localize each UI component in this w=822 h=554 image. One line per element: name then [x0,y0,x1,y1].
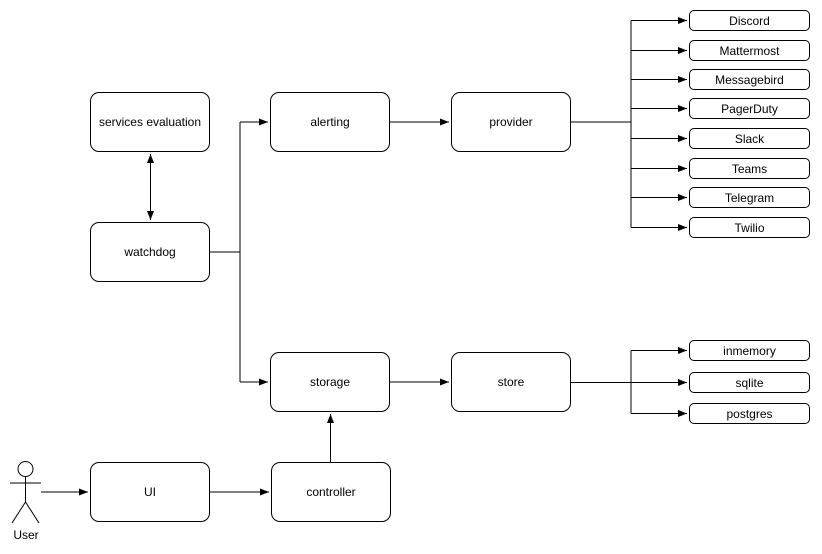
leaf-label: Telegram [724,190,775,205]
leaf-label: Teams [731,161,768,176]
leaf-label: Messagebird [715,72,784,87]
edge-provider-trunk [571,20,632,228]
node-storage-label: storage [309,375,351,389]
user-actor-label: User [13,528,39,542]
leaf-provider-mattermost: Mattermost [689,40,810,61]
user-actor-icon [10,461,41,524]
leaf-provider-telegram: Telegram [689,187,810,208]
node-controller: controller [271,462,391,522]
leaf-provider-messagebird: Messagebird [689,69,810,90]
node-provider-label: provider [489,115,533,129]
node-services-evaluation-label: services evaluation [98,115,202,129]
node-alerting-label: alerting [310,115,350,129]
leaf-label: sqlite [735,375,764,390]
leaf-label: inmemory [723,343,776,358]
leaf-label: postgres [726,406,773,421]
node-services-evaluation: services evaluation [90,92,210,152]
leaf-provider-teams: Teams [689,158,810,179]
leaf-provider-discord: Discord [689,10,810,31]
leaf-store-sqlite: sqlite [689,372,810,393]
leaf-store-postgres: postgres [689,403,810,424]
node-watchdog-label: watchdog [124,245,176,259]
node-alerting: alerting [270,92,390,152]
node-provider: provider [451,92,571,152]
leaf-label: Twilio [734,220,765,235]
leaf-provider-pagerduty: PagerDuty [689,98,810,119]
node-controller-label: controller [306,485,356,499]
node-watchdog: watchdog [90,222,210,282]
leaf-label: Slack [734,131,765,146]
node-ui-label: UI [144,485,156,499]
node-store: store [451,352,571,412]
edge-watchdog-trunk [210,122,241,382]
leaf-provider-slack: Slack [689,128,810,149]
leaf-label: Mattermost [719,43,780,58]
node-storage: storage [270,352,390,412]
node-ui: UI [90,462,210,522]
leaf-label: Discord [729,13,770,28]
leaf-store-inmemory: inmemory [689,340,810,361]
node-store-label: store [497,375,525,389]
leaf-provider-twilio: Twilio [689,217,810,238]
leaf-label: PagerDuty [721,101,778,116]
edge-store-trunk [571,350,632,414]
